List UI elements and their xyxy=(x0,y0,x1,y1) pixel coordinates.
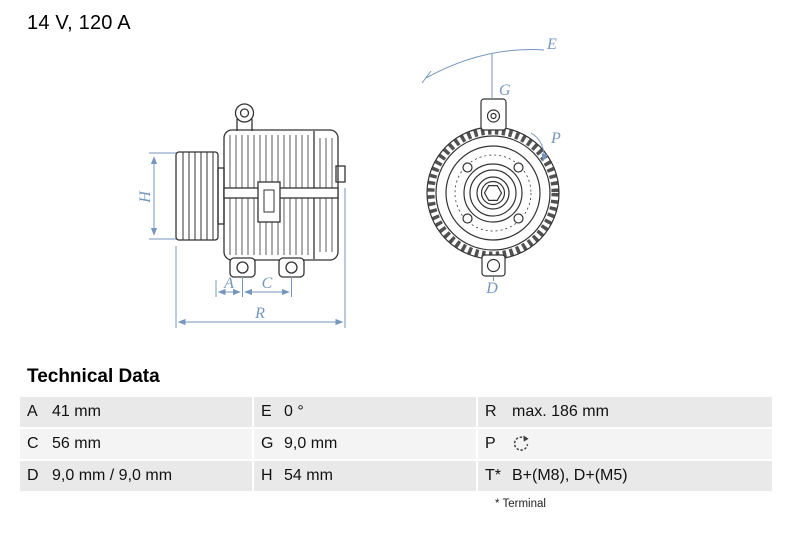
spec-label-d: D xyxy=(27,467,39,484)
spec-value-a: 41 mm xyxy=(52,403,101,420)
table-row-3: D 9,0 mm / 9,0 mm H 54 mm T* B+(M8), D+(… xyxy=(20,461,772,491)
dimension-label-h: H xyxy=(137,190,154,204)
spec-value-d: 9,0 mm / 9,0 mm xyxy=(52,467,173,484)
technical-data-section: Technical Data A 41 mm E 0 ° R max. 186 … xyxy=(0,362,800,510)
table-row-2: C 56 mm G 9,0 mm P xyxy=(20,429,772,459)
spec-label-r: R xyxy=(476,397,512,427)
spec-label-a: A xyxy=(27,403,38,420)
side-view-drawing xyxy=(175,103,346,278)
spec-label-t: T* xyxy=(476,461,512,491)
technical-data-title: Technical Data xyxy=(27,366,160,387)
front-view-drawing xyxy=(426,98,560,277)
side-view-dimension-labels: H A C R xyxy=(137,190,273,322)
spec-value-c: 56 mm xyxy=(52,435,101,452)
dimension-label-r: R xyxy=(254,305,265,322)
terminal-footnote: * Terminal xyxy=(495,498,546,510)
table-row-1: A 41 mm E 0 ° R max. 186 mm xyxy=(20,397,772,427)
spec-value-t: B+(M8), D+(M5) xyxy=(512,467,628,484)
dimension-label-c: C xyxy=(262,275,273,292)
spec-value-p xyxy=(512,429,772,459)
front-view-dimension-labels: E G P D xyxy=(485,36,561,297)
technical-drawings: H A C R xyxy=(137,36,561,328)
dimension-label-d: D xyxy=(485,280,498,297)
spec-label-h: H xyxy=(252,461,284,491)
spec-label-e: E xyxy=(252,397,284,427)
dimension-label-a: A xyxy=(223,275,234,292)
spec-value-r: max. 186 mm xyxy=(512,403,609,420)
spec-value-e: 0 ° xyxy=(284,403,304,420)
dimension-label-e: E xyxy=(546,36,557,53)
front-view-annotations xyxy=(421,49,548,281)
spec-label-c: C xyxy=(27,435,39,452)
technical-data-table: A 41 mm E 0 ° R max. 186 mm C 56 mm G 9,… xyxy=(20,397,772,491)
product-rating: 14 V, 120 A xyxy=(27,12,131,34)
alternator-drawing-svg: H A C R xyxy=(137,36,561,328)
side-view-dimensions xyxy=(149,152,346,328)
spec-value-h: 54 mm xyxy=(284,467,333,484)
spec-label-g: G xyxy=(252,429,284,459)
dimension-label-p: P xyxy=(550,130,561,147)
clockwise-rotation-icon xyxy=(513,435,529,451)
spec-label-p: P xyxy=(476,429,512,459)
dimension-label-g: G xyxy=(499,82,511,99)
spec-value-g: 9,0 mm xyxy=(284,435,338,452)
